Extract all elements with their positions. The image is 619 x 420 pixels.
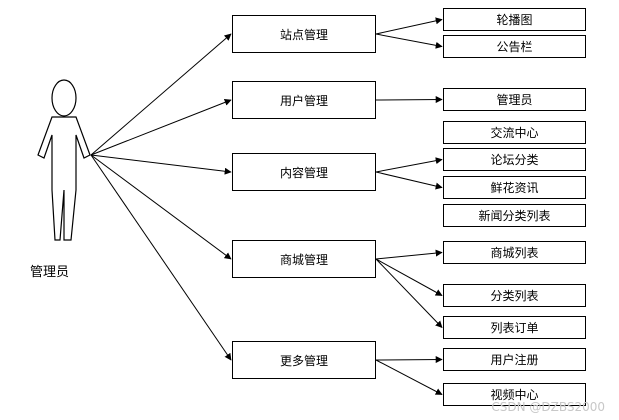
leaf-more-0-box-label: 用户注册 bbox=[490, 353, 539, 367]
leaf-content-2-box: 鲜花资讯 bbox=[443, 176, 586, 199]
content-to-leaf-2-arrow bbox=[375, 171, 443, 190]
leaf-content-3-box-label: 新闻分类列表 bbox=[478, 209, 551, 223]
leaf-more-1-box: 视频中心 bbox=[443, 383, 586, 406]
module-more-box-label: 更多管理 bbox=[279, 353, 328, 368]
leaf-mall-0-box-label: 商城列表 bbox=[490, 246, 539, 260]
site-to-leaf-1-arrow bbox=[375, 33, 443, 49]
leaf-content-0-box-label: 交流中心 bbox=[490, 126, 539, 140]
actor-to-site-arrow bbox=[90, 33, 232, 156]
admin-actor-icon bbox=[37, 79, 91, 241]
module-mall-box-label: 商城管理 bbox=[279, 252, 328, 267]
content-to-leaf-1-arrow bbox=[375, 157, 443, 173]
more-to-leaf-0-arrow bbox=[375, 356, 443, 364]
module-more-box: 更多管理 bbox=[232, 341, 376, 379]
actor-to-user-arrow bbox=[90, 99, 232, 156]
mall-to-leaf-2-arrow bbox=[375, 258, 443, 329]
leaf-mall-2-box-label: 列表订单 bbox=[490, 321, 539, 335]
leaf-mall-1-box-label: 分类列表 bbox=[490, 289, 539, 303]
mall-to-leaf-0-arrow bbox=[375, 249, 443, 260]
leaf-site-0-box: 轮播图 bbox=[443, 8, 586, 31]
module-content-box: 内容管理 bbox=[232, 153, 376, 191]
leaf-site-1-box: 公告栏 bbox=[443, 35, 586, 58]
leaf-site-0-box-label: 轮播图 bbox=[496, 13, 533, 27]
leaf-mall-0-box: 商城列表 bbox=[443, 241, 586, 264]
module-user-box-label: 用户管理 bbox=[279, 93, 328, 108]
module-site-box: 站点管理 bbox=[232, 15, 376, 53]
actor-to-more-arrow bbox=[90, 154, 232, 361]
leaf-mall-1-box: 分类列表 bbox=[443, 284, 586, 307]
leaf-mall-2-box: 列表订单 bbox=[443, 316, 586, 339]
more-to-leaf-1-arrow bbox=[375, 359, 443, 395]
module-content-box-label: 内容管理 bbox=[279, 165, 328, 180]
leaf-content-1-box-label: 论坛分类 bbox=[490, 153, 539, 167]
leaf-content-2-box-label: 鲜花资讯 bbox=[490, 181, 539, 195]
user-to-leaf-0-arrow bbox=[375, 96, 443, 104]
leaf-user-0-box: 管理员 bbox=[443, 88, 586, 111]
leaf-content-1-box: 论坛分类 bbox=[443, 148, 586, 171]
site-to-leaf-0-arrow bbox=[375, 17, 443, 35]
actor-label: 管理员 bbox=[30, 265, 70, 280]
module-user-box: 用户管理 bbox=[232, 81, 376, 119]
leaf-user-0-box-label: 管理员 bbox=[496, 93, 533, 107]
actor-to-mall-arrow bbox=[90, 154, 232, 260]
module-site-box-label: 站点管理 bbox=[279, 27, 328, 42]
leaf-site-1-box-label: 公告栏 bbox=[496, 40, 533, 54]
module-mall-box: 商城管理 bbox=[232, 240, 376, 278]
leaf-more-1-box-label: 视频中心 bbox=[490, 388, 539, 402]
leaf-more-0-box: 用户注册 bbox=[443, 348, 586, 371]
watermark: CSDN @DZBS2000 bbox=[491, 400, 605, 414]
leaf-content-3-box: 新闻分类列表 bbox=[443, 204, 586, 227]
actor-to-content-arrow bbox=[90, 154, 232, 175]
mall-to-leaf-1-arrow bbox=[375, 258, 443, 296]
leaf-content-0-box: 交流中心 bbox=[443, 121, 586, 144]
